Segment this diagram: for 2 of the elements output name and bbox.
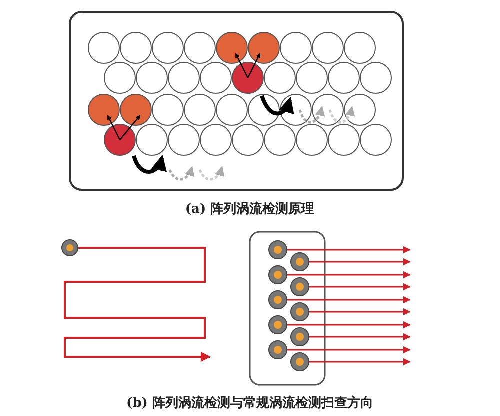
figure-caption: (b) 阵列涡流检测与常规涡流检测扫查方向	[126, 394, 374, 412]
figure-caption: (a) 阵列涡流检测原理	[185, 200, 315, 218]
